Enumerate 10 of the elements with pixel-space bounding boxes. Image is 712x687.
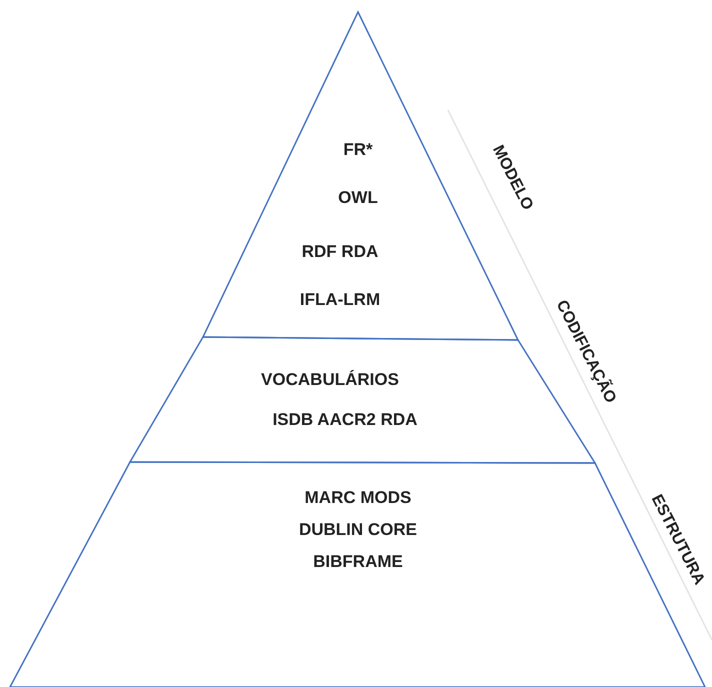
pyramid-tier bbox=[10, 462, 705, 687]
tier-text: FR* bbox=[343, 140, 373, 160]
tier-text: MARC MODS bbox=[304, 488, 412, 508]
tier-text: VOCABULÁRIOS bbox=[261, 370, 399, 390]
tier-text: OWL bbox=[338, 188, 378, 208]
tier-text: ISDB AACR2 RDA bbox=[272, 410, 418, 430]
tier-text: IFLA-LRM bbox=[300, 290, 380, 310]
tier-text: RDF RDA bbox=[302, 242, 378, 262]
tier-text: DUBLIN CORE bbox=[298, 520, 418, 540]
tier-text: BIBFRAME bbox=[313, 552, 403, 572]
